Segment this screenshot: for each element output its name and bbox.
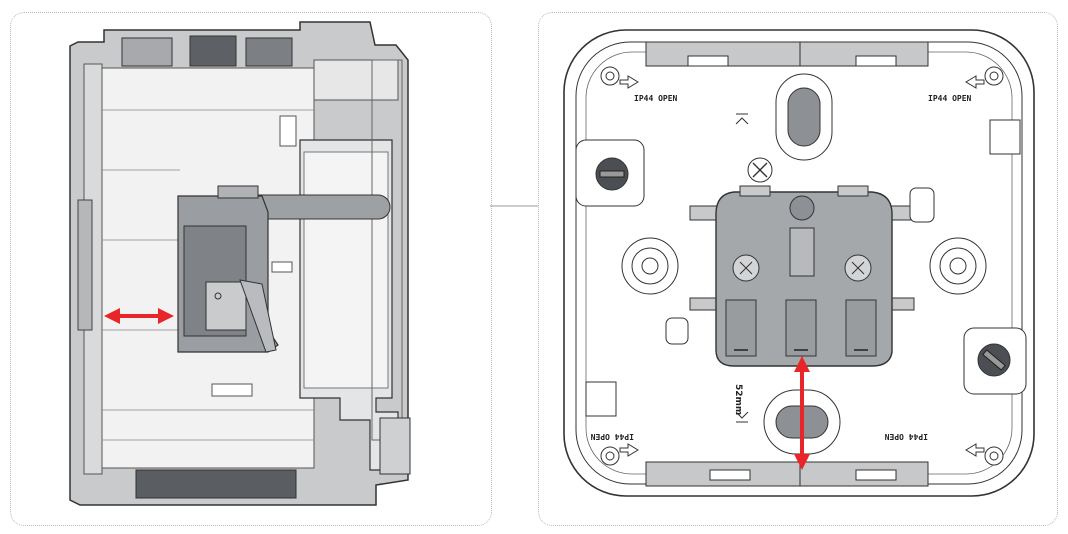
dimension-label: 52mm bbox=[733, 384, 743, 415]
bottom-clip bbox=[135, 469, 297, 499]
top-clip-2 bbox=[189, 35, 237, 67]
front-view-drawing: IP44 OPEN IP44 OPEN IP44 OPEN IP44 OPEN bbox=[563, 29, 1035, 497]
top-clip-1 bbox=[121, 37, 173, 67]
mechanism-rod bbox=[235, 194, 391, 220]
ip44-label-bottom-left: IP44 OPEN bbox=[590, 432, 634, 441]
mechanism-lever bbox=[239, 279, 277, 353]
left-wall-clip bbox=[77, 199, 93, 331]
top-clip-3 bbox=[245, 37, 293, 67]
ip44-label-top-right: IP44 OPEN bbox=[928, 94, 972, 103]
side-mounting-holes bbox=[621, 237, 987, 295]
bottom-latch bbox=[379, 417, 411, 475]
ip44-label-bottom-right: IP44 OPEN bbox=[884, 432, 928, 441]
front-cover-inner bbox=[303, 151, 389, 389]
ip44-label-top-left: IP44 OPEN bbox=[634, 94, 678, 103]
upper-rail bbox=[313, 59, 399, 101]
mechanism-latch bbox=[205, 281, 247, 331]
cross-section-drawing bbox=[69, 21, 411, 506]
corner-screw-holes bbox=[600, 66, 1004, 466]
socket-insert bbox=[689, 185, 915, 367]
